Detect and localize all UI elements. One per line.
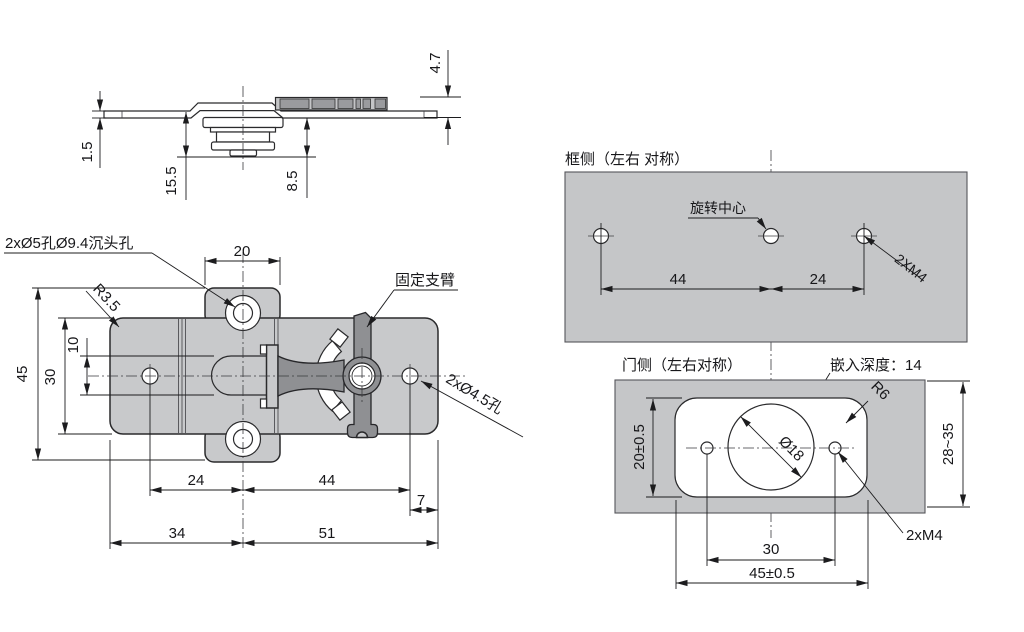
label-rotation-center: 旋转中心 bbox=[688, 200, 767, 230]
slot-outline bbox=[210, 355, 267, 396]
svg-text:30: 30 bbox=[42, 369, 59, 386]
dim-door-30: 30 bbox=[706, 454, 836, 566]
dim-51: 51 bbox=[243, 525, 438, 547]
svg-text:旋转中心: 旋转中心 bbox=[690, 200, 746, 216]
svg-text:44: 44 bbox=[670, 271, 687, 288]
svg-text:20±0.5: 20±0.5 bbox=[631, 424, 648, 470]
dim-24: 24 bbox=[149, 384, 243, 496]
svg-text:R3.5: R3.5 bbox=[89, 281, 123, 316]
svg-text:10: 10 bbox=[65, 337, 82, 354]
svg-text:2xM4: 2xM4 bbox=[906, 527, 943, 544]
dim-1-5-label: 1.5 bbox=[79, 142, 96, 163]
svg-text:嵌入深度：14: 嵌入深度：14 bbox=[830, 357, 922, 374]
frame-panel bbox=[564, 171, 968, 343]
dim-frame-24: 24 bbox=[771, 271, 864, 293]
slider-bar bbox=[265, 344, 279, 409]
svg-text:45±0.5: 45±0.5 bbox=[749, 565, 795, 582]
frame-side-title: 框侧（左右 对称） bbox=[565, 151, 689, 168]
dim-44: 44 bbox=[243, 384, 411, 516]
svg-text:2xØ5孔Ø9.4沉头孔: 2xØ5孔Ø9.4沉头孔 bbox=[5, 235, 133, 252]
dim-8-5-label: 8.5 bbox=[284, 171, 301, 192]
svg-text:20: 20 bbox=[234, 243, 251, 260]
dim-10: 10 bbox=[65, 337, 214, 396]
svg-text:28~35: 28~35 bbox=[940, 423, 957, 465]
dim-30: 30 bbox=[42, 317, 112, 435]
dim-15-5-label: 15.5 bbox=[163, 166, 180, 195]
frame-side-view: 框侧（左右 对称） 旋转中心 44 24 2XM4 bbox=[564, 151, 968, 343]
dim-8-5: 8.5 bbox=[284, 118, 311, 198]
cutout-notch-top bbox=[329, 328, 349, 348]
dim-45: 45 bbox=[14, 287, 205, 461]
label-fixed-arm: 固定支臂 bbox=[366, 272, 458, 328]
svg-text:30: 30 bbox=[763, 541, 780, 558]
cutout-notch-bottom bbox=[331, 401, 351, 421]
dim-frame-44: 44 bbox=[601, 271, 771, 293]
dim-20: 20 bbox=[204, 243, 281, 285]
dim-cutout-height: 20±0.5 bbox=[631, 397, 682, 498]
label-counterbore: 2xØ5孔Ø9.4沉头孔 bbox=[4, 235, 236, 308]
svg-text:51: 51 bbox=[319, 525, 336, 542]
door-side-view: 门侧（左右对称） 嵌入深度：14 Ø18 20±0.5 R6 2 bbox=[614, 357, 970, 589]
svg-text:44: 44 bbox=[319, 472, 336, 489]
dim-4-7-label: 4.7 bbox=[427, 53, 444, 74]
svg-text:24: 24 bbox=[188, 472, 205, 489]
plan-view: 2xØ5孔Ø9.4沉头孔 R3.5 固定支臂 2xØ4.5孔 20 bbox=[4, 235, 524, 549]
dim-15-5: 15.5 bbox=[163, 112, 190, 200]
side-arm bbox=[274, 96, 388, 111]
svg-text:34: 34 bbox=[169, 525, 186, 542]
dim-1-5: 1.5 bbox=[79, 91, 106, 168]
svg-text:7: 7 bbox=[417, 492, 425, 509]
dim-panel-height: 28~35 bbox=[927, 380, 970, 508]
dim-4-7: 4.7 bbox=[420, 50, 461, 145]
dim-7: 7 bbox=[410, 440, 439, 549]
label-door-thread: 2xM4 bbox=[837, 451, 943, 544]
side-view: 1.5 15.5 8.5 4.7 bbox=[79, 50, 461, 200]
door-side-title: 门侧（左右对称） bbox=[622, 357, 742, 374]
svg-text:45: 45 bbox=[14, 366, 31, 383]
svg-text:固定支臂: 固定支臂 bbox=[395, 272, 455, 289]
svg-text:24: 24 bbox=[810, 271, 827, 288]
dim-34: 34 bbox=[109, 440, 243, 549]
dim-cutout-width: 45±0.5 bbox=[675, 500, 869, 589]
